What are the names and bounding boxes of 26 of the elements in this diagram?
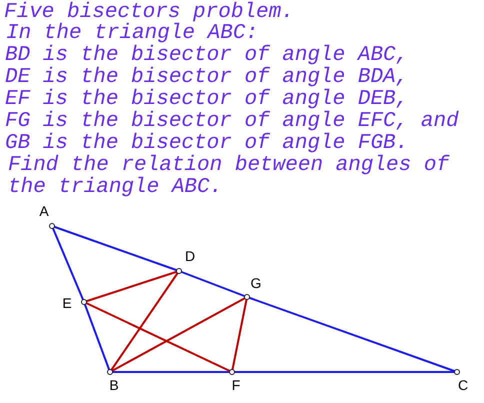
problem-text: EF is the bisector of angle DEB, xyxy=(5,89,408,111)
problem-text: BD is the bisector of angle ABC, xyxy=(5,45,408,67)
segment xyxy=(110,371,232,373)
segment xyxy=(52,225,180,272)
segment xyxy=(84,270,180,303)
problem-text: DE is the bisector of angle BDA, xyxy=(5,67,408,89)
labeled-point: C xyxy=(454,369,468,393)
problem-text: GB is the bisector of angle FGB. xyxy=(5,133,408,155)
problem-text: FG is the bisector of angle EFC, and xyxy=(5,111,459,133)
labeled-point: G xyxy=(244,275,262,300)
labeled-point: A xyxy=(39,203,55,229)
title: Five bisectors problem. xyxy=(4,2,294,24)
segment xyxy=(51,226,85,302)
labeled-point: D xyxy=(176,248,196,274)
segment xyxy=(84,301,232,373)
problem-text: In the triangle ABC: xyxy=(6,23,258,45)
labeled-point: E xyxy=(62,295,87,311)
segment xyxy=(110,296,248,373)
labeled-point: B xyxy=(107,369,119,393)
labeled-point: F xyxy=(229,369,240,393)
segment xyxy=(178,270,248,298)
problem-text: Find the relation between angles of the triangle ABC. xyxy=(8,155,450,199)
segment xyxy=(83,302,111,372)
segment xyxy=(231,296,248,372)
segment xyxy=(246,296,458,373)
segment xyxy=(232,371,457,373)
